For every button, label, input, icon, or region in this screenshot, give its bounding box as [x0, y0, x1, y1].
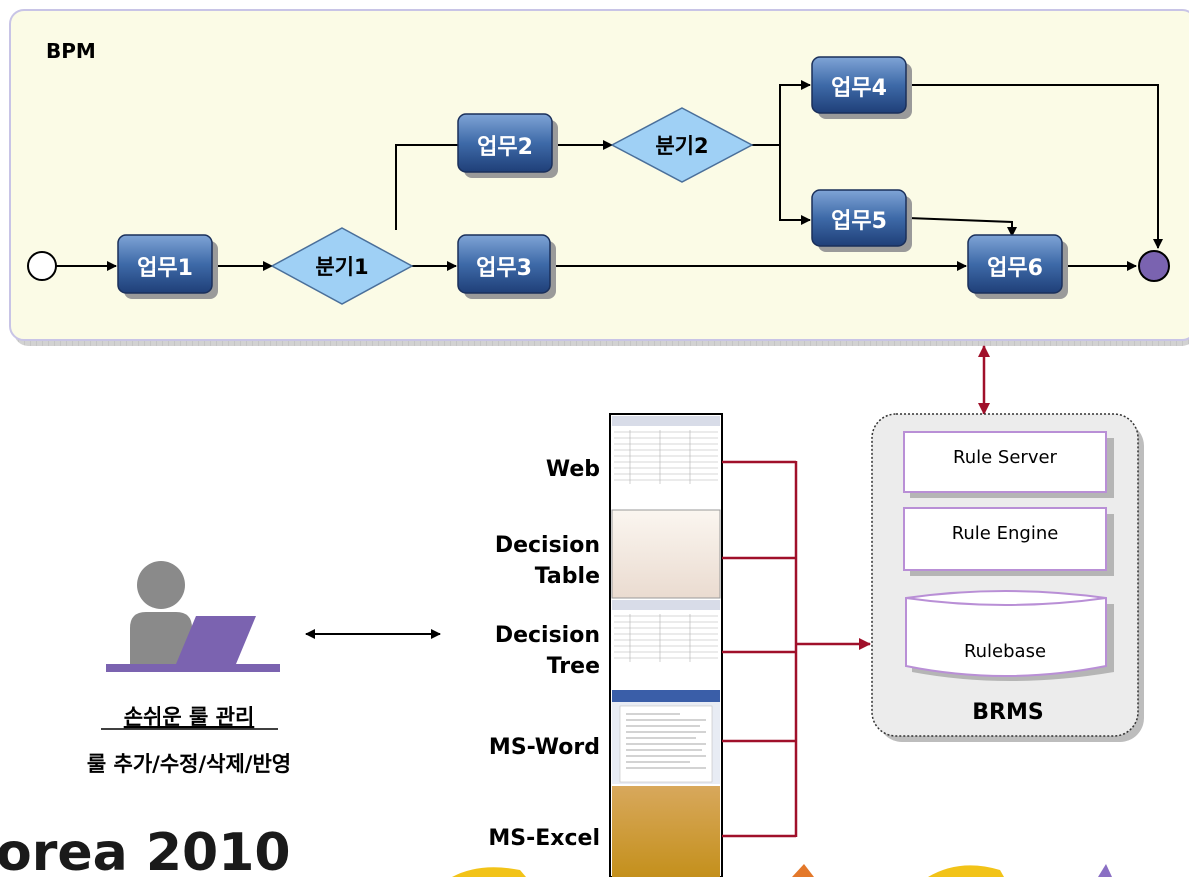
- web-thumbnail: [612, 416, 720, 508]
- task-1-label: 업무1: [137, 256, 193, 281]
- editor-label-decision-table-line1: Decision: [495, 533, 600, 558]
- gateway-2-label: 분기2: [655, 134, 708, 158]
- editor-label-ms-word: MS-Word: [489, 735, 600, 760]
- start-event: [27, 251, 57, 281]
- editor-label-decision-table-line2: Table: [535, 564, 600, 589]
- task-1: 업무1: [117, 234, 218, 299]
- rule-server-box: Rule Server: [903, 431, 1114, 498]
- editor-brms-bus: [722, 460, 871, 838]
- user-subtitle: 룰 추가/수정/삭제/반영: [87, 752, 291, 776]
- editor-label-decision-tree-line1: Decision: [495, 623, 600, 648]
- footer-logo-text: orea 2010: [0, 823, 291, 877]
- task-3-label: 업무3: [476, 256, 532, 281]
- end-event: [1138, 250, 1170, 282]
- rule-engine-label: Rule Engine: [952, 523, 1059, 544]
- editor-label-ms-excel: MS-Excel: [488, 826, 600, 851]
- rule-server-label: Rule Server: [953, 447, 1058, 468]
- task-6: 업무6: [967, 234, 1068, 299]
- task-5: 업무5: [811, 189, 912, 252]
- task-5-label: 업무5: [831, 209, 887, 234]
- user-title: 손쉬운 룰 관리: [124, 705, 255, 729]
- bpm-label: BPM: [46, 39, 96, 63]
- decision-table-thumbnail: [611, 509, 721, 599]
- footer-logo: orea 2010: [0, 823, 291, 877]
- ms-excel-thumbnail: [612, 786, 720, 877]
- gateway-1: 분기1: [270, 227, 414, 305]
- task-4: 업무4: [811, 56, 912, 119]
- gateway-1-label: 분기1: [315, 255, 368, 279]
- rulebase-label: Rulebase: [964, 641, 1046, 662]
- task-2-label: 업무2: [477, 135, 533, 160]
- user-figure: [106, 561, 280, 672]
- editor-label-web: Web: [546, 457, 600, 482]
- ms-word-thumbnail: [612, 690, 720, 784]
- brms-label: BRMS: [972, 700, 1043, 725]
- task-4-label: 업무4: [831, 76, 887, 101]
- task-6-label: 업무6: [987, 256, 1043, 281]
- task-2: 업무2: [457, 113, 558, 178]
- rule-engine-box: Rule Engine: [903, 507, 1114, 576]
- rulebase-cylinder: Rulebase: [905, 590, 1114, 681]
- task-3: 업무3: [457, 234, 556, 299]
- decision-tree-thumbnail: [612, 600, 720, 688]
- editor-thumbnails: [609, 413, 723, 877]
- editor-label-decision-tree-line2: Tree: [547, 654, 600, 679]
- gateway-2: 분기2: [610, 107, 754, 183]
- decorative-blobs: [452, 864, 1112, 877]
